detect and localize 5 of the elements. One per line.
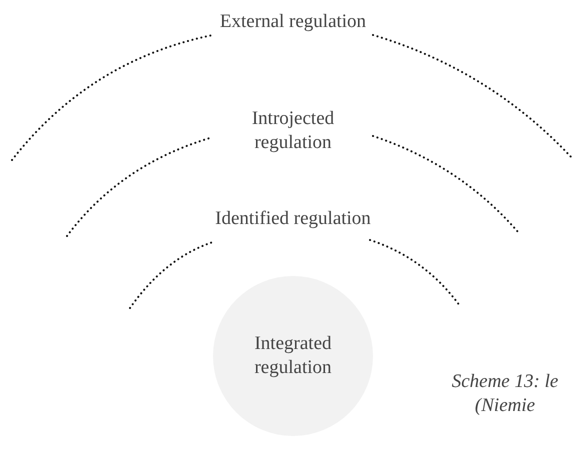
ring-label: Identified regulation <box>214 207 372 231</box>
caption: Scheme 13: le (Niemie <box>450 370 560 418</box>
ring-label: External regulation <box>218 10 368 34</box>
circle-label: Integrated regulation <box>253 332 333 380</box>
ring-label: Introjected regulation <box>250 107 336 155</box>
